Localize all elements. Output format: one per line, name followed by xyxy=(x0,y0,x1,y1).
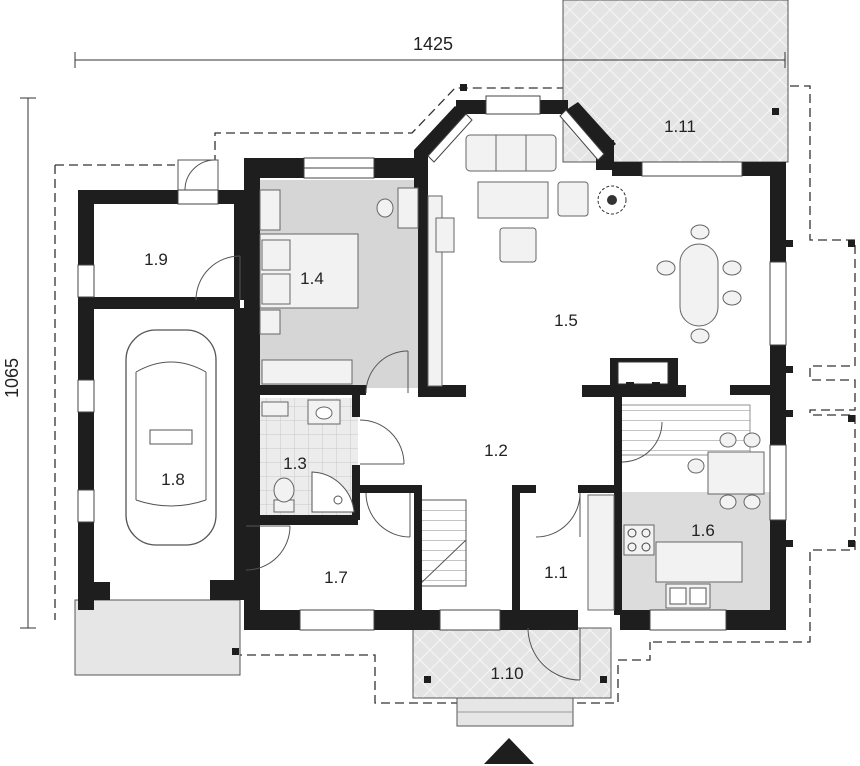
room-label-1-5: 1.5 xyxy=(554,311,578,330)
room-label-1-1: 1.1 xyxy=(544,563,568,582)
room-label-1-10: 1.10 xyxy=(490,664,523,683)
staircase xyxy=(417,499,467,587)
room-labels: 1.1 1.2 1.3 1.4 1.5 1.6 1.7 1.8 1.9 1.10… xyxy=(144,117,715,683)
terrace-1-10 xyxy=(412,627,612,699)
room-label-1-8: 1.8 xyxy=(161,470,185,489)
room-label-1-7: 1.7 xyxy=(324,568,348,587)
doors xyxy=(184,159,663,681)
sink-icon xyxy=(307,399,341,425)
windows xyxy=(77,95,787,631)
shower-icon xyxy=(311,471,355,513)
room-label-1-11: 1.11 xyxy=(664,117,696,136)
bed-icon xyxy=(259,233,359,309)
entrance-arrow-icon xyxy=(484,738,534,764)
desk xyxy=(397,187,419,229)
sofa-icon xyxy=(465,134,589,263)
wardrobe xyxy=(259,189,281,231)
toilet-icon xyxy=(273,477,295,513)
room-label-1-6: 1.6 xyxy=(691,521,715,540)
room-label-1-2: 1.2 xyxy=(484,441,508,460)
garage-apron xyxy=(74,599,241,676)
dimension-width-label: 1425 xyxy=(413,34,453,54)
stove-icon xyxy=(623,524,655,556)
dimension-height: 1065 xyxy=(2,97,36,629)
fireplace xyxy=(617,361,669,385)
room-label-1-9: 1.9 xyxy=(144,250,168,269)
car-icon xyxy=(125,329,217,546)
room-label-1-4: 1.4 xyxy=(300,269,324,288)
dimension-height-label: 1065 xyxy=(2,358,22,398)
sink-icon xyxy=(665,583,711,609)
dining-table-icon xyxy=(656,224,742,344)
room-label-1-3: 1.3 xyxy=(283,454,307,473)
plant-icon xyxy=(597,185,627,215)
posts xyxy=(232,84,855,683)
dimension-width: 1425 xyxy=(74,34,786,68)
